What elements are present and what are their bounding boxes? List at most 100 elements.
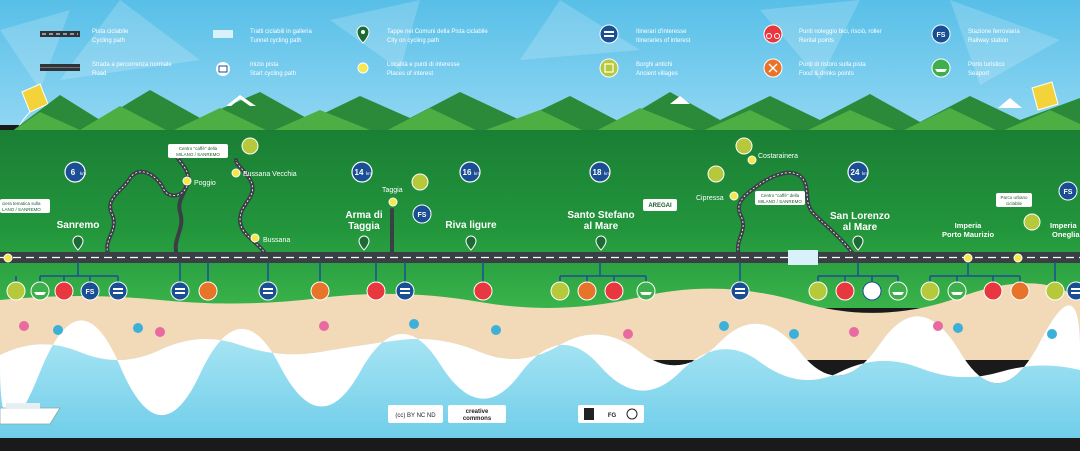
legend-label: Borghi antichi	[636, 62, 672, 68]
legend-label: Punti di ristoro sulla pista	[799, 62, 866, 68]
km-badge: 16 km	[459, 161, 481, 183]
place-bussana: Bussana	[263, 237, 290, 244]
places: Poggio Bussana Vecchia Bussana Taggia Ci…	[3, 153, 1023, 263]
svg-text:MILANO / SANREMO: MILANO / SANREMO	[758, 199, 802, 204]
legend-item-village: Borghi antichi Ancient villages	[599, 58, 678, 78]
legend-item-road: Strada a percorrenza normale Road	[40, 62, 172, 77]
legend-label: Località e punti di interesse	[387, 62, 460, 68]
poi-dot-icon	[231, 168, 241, 178]
ship-icon	[636, 281, 656, 301]
poi-dot-icon	[963, 253, 973, 263]
svg-text:km: km	[366, 171, 372, 176]
itinerary-icon	[395, 281, 415, 301]
svg-text:LANO / SANREMO: LANO / SANREMO	[2, 207, 41, 212]
ship-icon	[931, 58, 951, 78]
village-icon	[920, 281, 940, 301]
grass-area	[0, 130, 1080, 308]
cc-license-logo	[388, 405, 443, 423]
fs-label: FS	[1064, 189, 1073, 196]
legend-label: Places of interest	[387, 71, 433, 77]
svg-text:6: 6	[71, 168, 76, 177]
itinerary-icon	[258, 281, 278, 301]
km-markers: 6 km 14 km 16 km 18 km 24 km	[64, 161, 869, 183]
svg-text:16: 16	[463, 168, 472, 177]
place-bussana-vecchia: Bussana Vecchia	[243, 171, 297, 178]
km-badge: 24 km	[847, 161, 869, 183]
itinerary-icon	[730, 281, 750, 301]
fs-label: FS	[418, 212, 427, 219]
svg-text:24: 24	[851, 168, 860, 177]
town-san-lorenzo-line2: al Mare	[843, 222, 878, 233]
tunnel-segment	[788, 250, 818, 265]
town-imperia-oneglia-line2: Oneglia	[1052, 230, 1080, 239]
bike-rental-icon	[604, 281, 624, 301]
village-icon	[707, 165, 725, 183]
svg-text:km: km	[862, 171, 868, 176]
village-icon	[599, 58, 619, 78]
legend-item-city: Tappe nei Comuni della Pista ciclabile C…	[356, 25, 488, 44]
legend-label: Pista ciclabile	[92, 29, 129, 35]
partner-logos	[578, 405, 644, 423]
legend-label: Stazione ferroviaria	[968, 29, 1020, 35]
legend-item-start: Inizio pista Start cycling path	[216, 62, 296, 77]
towns: Sanremo Arma di Taggia Riva ligure Santo…	[57, 210, 1080, 239]
bike-rental-icon	[983, 281, 1003, 301]
pin-icon	[595, 235, 607, 251]
poi-dot-icon	[388, 197, 398, 207]
svg-text:AREGAI: AREGAI	[648, 203, 672, 209]
itinerary-icon	[1066, 281, 1080, 301]
legend-label: Itineraries of interest	[636, 38, 691, 44]
svg-text:MILANO / SANREMO: MILANO / SANREMO	[176, 152, 220, 157]
legend-label: Punti noleggio bici, risciò, roller	[799, 29, 882, 35]
itinerary-icon	[108, 281, 128, 301]
legend-label: Porto turistico	[968, 62, 1005, 68]
ship-icon	[30, 281, 50, 301]
poi-dot-icon	[3, 253, 13, 263]
pin-icon	[465, 235, 477, 251]
legend-label: Start cycling path	[250, 71, 296, 77]
legend-item-railway: FS Stazione ferroviaria Railway station	[931, 24, 1020, 44]
village-badges	[241, 137, 1041, 231]
village-icon	[808, 281, 828, 301]
pin-icon	[358, 235, 370, 251]
tunnel-icon	[213, 30, 233, 38]
bike-rental-icon	[763, 24, 783, 44]
km-badge: 18 km	[589, 161, 611, 183]
poi-dot-icon	[729, 191, 739, 201]
creative-commons-logo	[448, 405, 506, 423]
bike-rental-icon	[473, 281, 493, 301]
legend-item-tunnel: Tratti ciclabili in galleria Tunnel cycl…	[213, 29, 312, 44]
town-imperia-pm-line2: Porto Maurizio	[942, 230, 995, 239]
town-imperia-oneglia-line1: Imperia	[1050, 221, 1078, 230]
legend-label: Strada a percorrenza normale	[92, 62, 172, 68]
town-san-lorenzo-line1: San Lorenzo	[830, 211, 890, 222]
legend-item-poi: Località e punti di interesse Places of …	[357, 62, 460, 77]
fs-label: FS	[86, 289, 95, 296]
place-poggio: Poggio	[194, 180, 216, 187]
sea	[0, 305, 1080, 440]
poi-dot-icon	[357, 62, 369, 74]
callout-box	[755, 191, 805, 205]
village-icon	[1045, 281, 1065, 301]
beach	[0, 283, 1080, 360]
legend-label: Road	[92, 71, 106, 77]
legend-item-rental: Punti noleggio bici, risciò, roller Rent…	[763, 24, 882, 44]
legend-label: Inizio pista	[250, 62, 279, 68]
svg-text:ciera tematica sulla: ciera tematica sulla	[2, 201, 41, 206]
fs-icon	[412, 204, 432, 224]
pin-icon	[852, 235, 864, 251]
svg-text:ciclabile: ciclabile	[1006, 201, 1023, 206]
pin-icon	[72, 235, 84, 251]
svg-text:14: 14	[355, 168, 364, 177]
legend-label: Cycling path	[92, 38, 125, 44]
svg-text:km: km	[474, 171, 480, 176]
village-icon	[1023, 213, 1041, 231]
itinerary-icon	[599, 24, 619, 44]
city-pins	[72, 235, 864, 251]
svg-text:km: km	[604, 171, 610, 176]
legend-item-cycling-path: Pista ciclabile Cycling path	[40, 29, 129, 44]
legend-label: Tunnel cycling path	[250, 38, 301, 44]
fs-icon	[80, 281, 100, 301]
town-imperia-pm-line1: Imperia	[955, 221, 983, 230]
